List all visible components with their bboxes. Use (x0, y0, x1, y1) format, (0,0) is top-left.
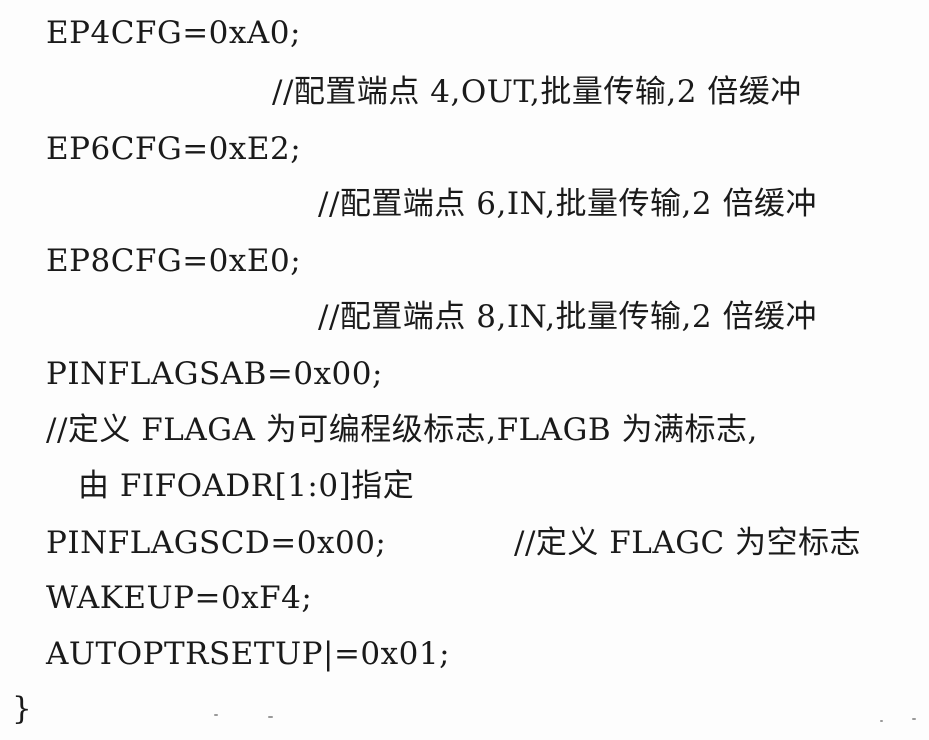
scan-speck (214, 714, 218, 716)
code-line-ep6cfg: EP6CFG=0xE2; (46, 131, 302, 167)
code-line-autoptrsetup: AUTOPTRSETUP|=0x01; (46, 636, 451, 672)
code-line-ep4cfg: EP4CFG=0xA0; (46, 15, 301, 51)
comment-ep6-config: //配置端点 6,IN,批量传输,2 倍缓冲 (318, 186, 817, 222)
comment-ep8-config: //配置端点 8,IN,批量传输,2 倍缓冲 (318, 299, 817, 335)
comment-flaga-flagb: //定义 FLAGA 为可编程级标志,FLAGB 为满标志, (46, 412, 758, 448)
code-line-pinflagscd: PINFLAGSCD=0x00; (46, 525, 387, 561)
code-line-pinflagsab: PINFLAGSAB=0x00; (46, 356, 383, 392)
closing-brace: } (12, 691, 33, 727)
scan-speck (880, 720, 883, 722)
comment-flagc: //定义 FLAGC 为空标志 (514, 525, 862, 561)
code-line-ep8cfg: EP8CFG=0xE0; (46, 243, 302, 279)
scan-speck (268, 716, 273, 718)
comment-ep4-config: //配置端点 4,OUT,批量传输,2 倍缓冲 (272, 74, 802, 110)
scan-speck (912, 718, 916, 720)
code-line-wakeup: WAKEUP=0xF4; (46, 580, 313, 616)
comment-fifoadr-continuation: 由 FIFOADR[1:0]指定 (78, 468, 415, 504)
